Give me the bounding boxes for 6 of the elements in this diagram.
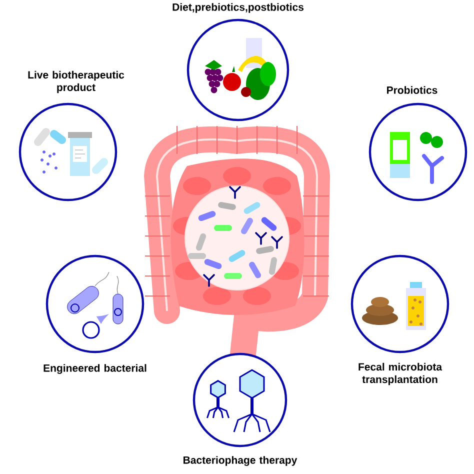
circle-heading: Live biotherapeutic product	[28, 70, 124, 94]
circle-heading: Diet,prebiotics,postbiotics	[172, 3, 304, 13]
circle-heading: Probiotics	[387, 86, 438, 94]
circle-heading: Engineered bacterial	[44, 364, 146, 374]
circle-heading: Bacteriophage therapy	[184, 456, 298, 466]
circle-heading: Fecal microbiota transplantation	[358, 362, 442, 386]
